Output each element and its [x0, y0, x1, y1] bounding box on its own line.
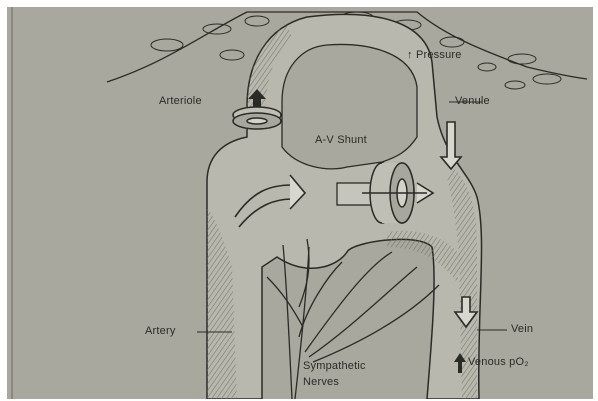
av-shunt-label: A-V Shunt [315, 134, 367, 146]
arteriole-sphincter [233, 107, 281, 129]
up-arrow-icon [454, 353, 466, 373]
diagram-frame: ↑ Pressure Venule Arteriole A-V Shunt Ar… [7, 7, 593, 399]
artery-label: Artery [145, 325, 176, 337]
sympathetic-label-line2: Nerves [303, 376, 339, 388]
arch-gap [282, 44, 417, 168]
sympathetic-label-line1: Sympathetic [303, 360, 366, 372]
vein-label: Vein [511, 323, 533, 335]
venous-po2-label: Venous pO₂ [468, 356, 529, 368]
av-shunt-diagram [7, 7, 593, 399]
venule-label: Venule [455, 95, 490, 107]
arteriole-label: Arteriole [159, 95, 202, 107]
pressure-label: ↑ Pressure [407, 49, 462, 61]
